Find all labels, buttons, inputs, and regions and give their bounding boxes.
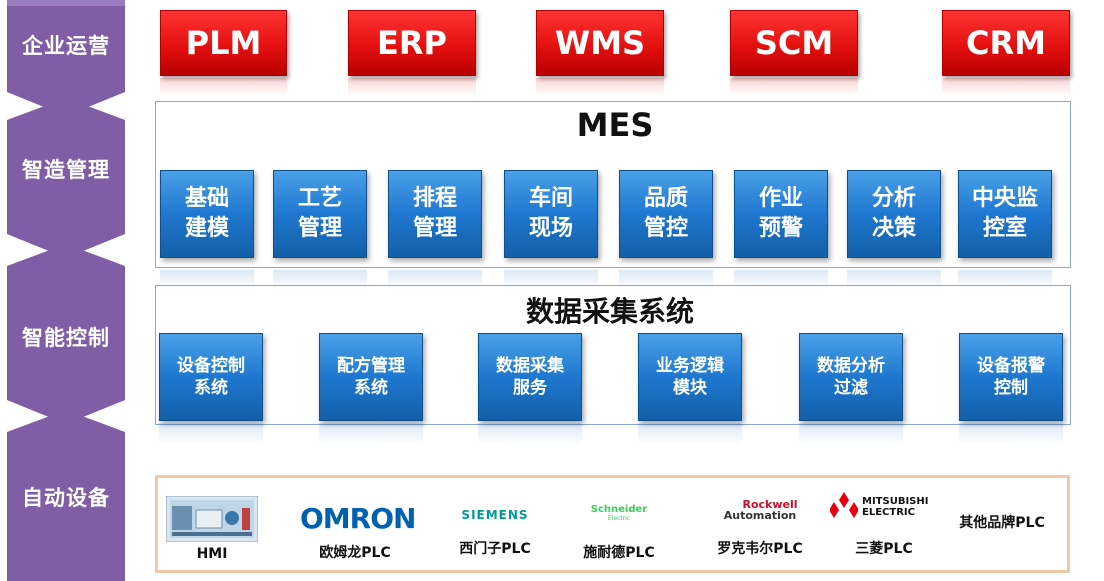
chevron-shape — [7, 410, 125, 581]
system-wms: WMS — [536, 10, 664, 76]
system-scm: SCM — [730, 10, 858, 76]
device-label-schneider: 施耐德PLC — [583, 545, 655, 561]
device-label-omron: 欧姆龙PLC — [319, 545, 391, 561]
layer-chevron-automation: 自动设备 — [7, 410, 131, 581]
siemens-logo: SIEMENS — [461, 508, 529, 522]
layer-label-manufacturing: 智造管理 — [22, 158, 110, 182]
device-label-other: 其他品牌PLC — [959, 515, 1045, 531]
schneider-logo: Schneider — [590, 504, 648, 515]
data-acquisition-panel — [155, 285, 1071, 425]
device-label-hmi: HMI — [196, 546, 228, 562]
reflection — [348, 78, 476, 96]
layer-chevron-manufacturing: 智造管理 — [7, 98, 131, 258]
layer-label-automation: 自动设备 — [22, 486, 110, 510]
layer-label-enterprise: 企业运营 — [22, 34, 110, 58]
device-omron: OMRON 欧姆龙PLC — [300, 488, 416, 568]
mes-module-warning: 作业 预警 — [734, 170, 828, 258]
mes-module-workshop: 车间 现场 — [504, 170, 598, 258]
schneider-logo-sub: Electric — [607, 515, 631, 522]
system-plm: PLM — [160, 10, 287, 76]
mes-module-process: 工艺 管理 — [273, 170, 367, 258]
layer-label-control: 智能控制 — [22, 326, 110, 350]
chevron-shape — [7, 98, 125, 258]
mitsubishi-logo: MITSUBISHI — [862, 496, 929, 507]
da-module-logic: 业务逻辑 模块 — [638, 333, 742, 421]
system-crm: CRM — [942, 10, 1070, 76]
layer-chevron-control: 智能控制 — [7, 244, 131, 424]
rockwell-logo-sub: Automation — [723, 509, 797, 522]
reflection — [730, 78, 858, 96]
reflection — [160, 78, 287, 96]
reflection — [959, 423, 1063, 445]
device-label-rockwell: 罗克韦尔PLC — [717, 541, 803, 557]
reflection — [638, 423, 742, 445]
da-module-alarm: 设备报警 控制 — [959, 333, 1063, 421]
da-module-recipe: 配方管理 系统 — [319, 333, 423, 421]
hmi-screen-icon — [166, 496, 258, 542]
device-schneider: Schneider Electric 施耐德PLC — [564, 488, 674, 568]
device-mitsubishi: MITSUBISHI ELECTRIC 三菱PLC — [826, 488, 942, 568]
device-hmi: HMI — [162, 488, 262, 568]
mes-module-control-room: 中央监 控室 — [958, 170, 1052, 258]
mes-module-quality: 品质 管控 — [619, 170, 713, 258]
da-module-collection: 数据采集 服务 — [478, 333, 582, 421]
mes-module-scheduling: 排程 管理 — [388, 170, 482, 258]
data-acquisition-title: 数据采集系统 — [525, 295, 694, 328]
system-erp: ERP — [348, 10, 476, 76]
chevron-shape — [7, 244, 125, 424]
device-other: 其他品牌PLC — [944, 488, 1060, 568]
reflection — [799, 423, 903, 445]
mitsubishi-logo-sub: ELECTRIC — [862, 507, 915, 518]
reflection — [319, 423, 423, 445]
layer-chevron-enterprise: 企业运营 — [7, 0, 131, 116]
da-module-device-control: 设备控制 系统 — [159, 333, 263, 421]
reflection — [478, 423, 582, 445]
rockwell-logo: Rockwell — [742, 498, 798, 511]
omron-logo: OMRON — [300, 502, 416, 535]
chevron-shape — [7, 0, 125, 116]
mes-title: MES — [576, 106, 654, 144]
mes-module-modeling: 基础 建模 — [160, 170, 254, 258]
mitsubishi-diamond-icon — [830, 492, 858, 518]
device-siemens: SIEMENS 西门子PLC — [440, 488, 550, 568]
devices-panel — [155, 475, 1070, 573]
reflection — [942, 78, 1070, 96]
mes-module-analysis: 分析 决策 — [847, 170, 941, 258]
reflection — [536, 78, 664, 96]
device-rockwell: Rockwell Automation 罗克韦尔PLC — [702, 488, 818, 568]
device-label-mitsubishi: 三菱PLC — [855, 541, 913, 557]
da-module-analysis: 数据分析 过滤 — [799, 333, 903, 421]
device-label-siemens: 西门子PLC — [459, 541, 531, 557]
reflection — [159, 423, 263, 445]
